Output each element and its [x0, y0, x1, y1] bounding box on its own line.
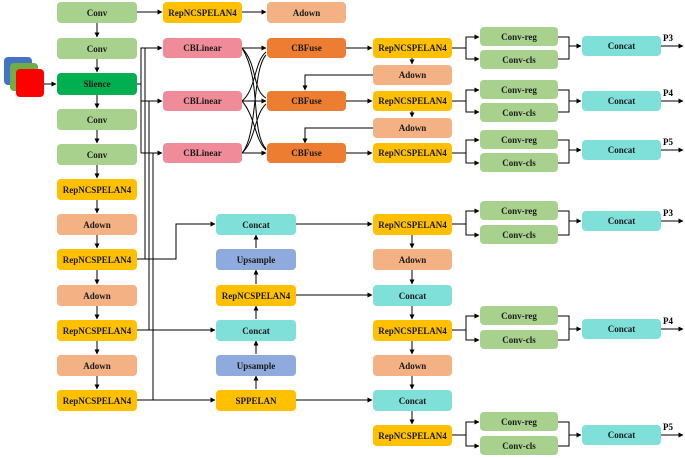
output-label-p3: P3 — [663, 33, 673, 43]
head6-conv-cls: Conv-cls — [480, 436, 558, 455]
head6-conv-reg: Conv-reg — [480, 412, 558, 431]
aux-repncspelan4-1: RepNCSPELAN4 — [373, 38, 452, 58]
backbone-adown-2: Adown — [57, 285, 137, 306]
aux-repncspelan4-3: RepNCSPELAN4 — [373, 143, 452, 163]
head4-concat: Concat — [582, 211, 661, 231]
head3-conv-reg: Conv-reg — [480, 130, 558, 149]
pan-adown-1: Adown — [373, 249, 452, 270]
aux-adown-1: Adown — [373, 65, 452, 85]
pan-adown-2: Adown — [373, 355, 452, 376]
neck-sppelan: SPPELAN — [216, 390, 296, 411]
head4-conv-cls: Conv-cls — [480, 225, 558, 244]
head1-conv-cls: Conv-cls — [480, 50, 558, 69]
backbone-conv-2: Conv — [57, 38, 137, 59]
head3-conv-cls: Conv-cls — [480, 153, 558, 172]
top-repncspelan4: RepNCSPELAN4 — [163, 2, 242, 23]
neck-upsample-1: Upsample — [216, 249, 296, 270]
head5-concat: Concat — [582, 319, 661, 339]
head1-concat: Concat — [582, 36, 661, 56]
head1-conv-reg: Conv-reg — [480, 27, 558, 46]
top-adown: Adown — [267, 2, 346, 23]
output-label-p4: P4 — [663, 88, 673, 98]
pan-repncspelan4-1: RepNCSPELAN4 — [373, 214, 452, 235]
head3-concat: Concat — [582, 140, 661, 160]
head2-concat: Concat — [582, 91, 661, 111]
aux-repncspelan4-2: RepNCSPELAN4 — [373, 91, 452, 111]
backbone-repncspelan4-4: RepNCSPELAN4 — [57, 390, 137, 411]
neck-repncspelan4: RepNCSPELAN4 — [216, 285, 296, 306]
backbone-adown-1: Adown — [57, 214, 137, 235]
cblinear-3: CBLinear — [163, 143, 242, 163]
pan-repncspelan4-2: RepNCSPELAN4 — [373, 320, 452, 341]
cbfuse-1: CBFuse — [267, 38, 346, 58]
backbone-conv-3: Conv — [57, 109, 137, 130]
neck-concat-2: Concat — [216, 320, 296, 341]
backbone-repncspelan4-1: RepNCSPELAN4 — [57, 179, 137, 200]
cblinear-1: CBLinear — [163, 38, 242, 58]
backbone-conv-1: Conv — [57, 2, 137, 23]
head5-conv-reg: Conv-reg — [480, 306, 558, 325]
silence-node: Slience — [57, 73, 137, 95]
backbone-conv-4: Conv — [57, 144, 137, 165]
cbfuse-3: CBFuse — [267, 143, 346, 163]
backbone-repncspelan4-3: RepNCSPELAN4 — [57, 320, 137, 341]
pan-repncspelan4-3: RepNCSPELAN4 — [373, 425, 452, 446]
head2-conv-reg: Conv-reg — [480, 80, 558, 99]
aux-adown-2: Adown — [373, 118, 452, 138]
head6-concat: Concat — [582, 425, 661, 445]
neck-concat-1: Concat — [216, 214, 296, 235]
backbone-adown-3: Adown — [57, 355, 137, 376]
output-label-p4-main: P4 — [663, 316, 673, 326]
cbfuse-2: CBFuse — [267, 91, 346, 111]
image-channel-red — [16, 69, 44, 97]
neck-upsample-2: Upsample — [216, 355, 296, 376]
output-label-p5-main: P5 — [663, 422, 673, 432]
cblinear-2: CBLinear — [163, 91, 242, 111]
pan-concat-1: Concat — [373, 285, 452, 306]
head2-conv-cls: Conv-cls — [480, 103, 558, 122]
backbone-repncspelan4-2: RepNCSPELAN4 — [57, 249, 137, 270]
output-label-p3-main: P3 — [663, 208, 673, 218]
output-label-p5: P5 — [663, 137, 673, 147]
pan-concat-2: Concat — [373, 390, 452, 411]
head4-conv-reg: Conv-reg — [480, 201, 558, 220]
head5-conv-cls: Conv-cls — [480, 330, 558, 349]
